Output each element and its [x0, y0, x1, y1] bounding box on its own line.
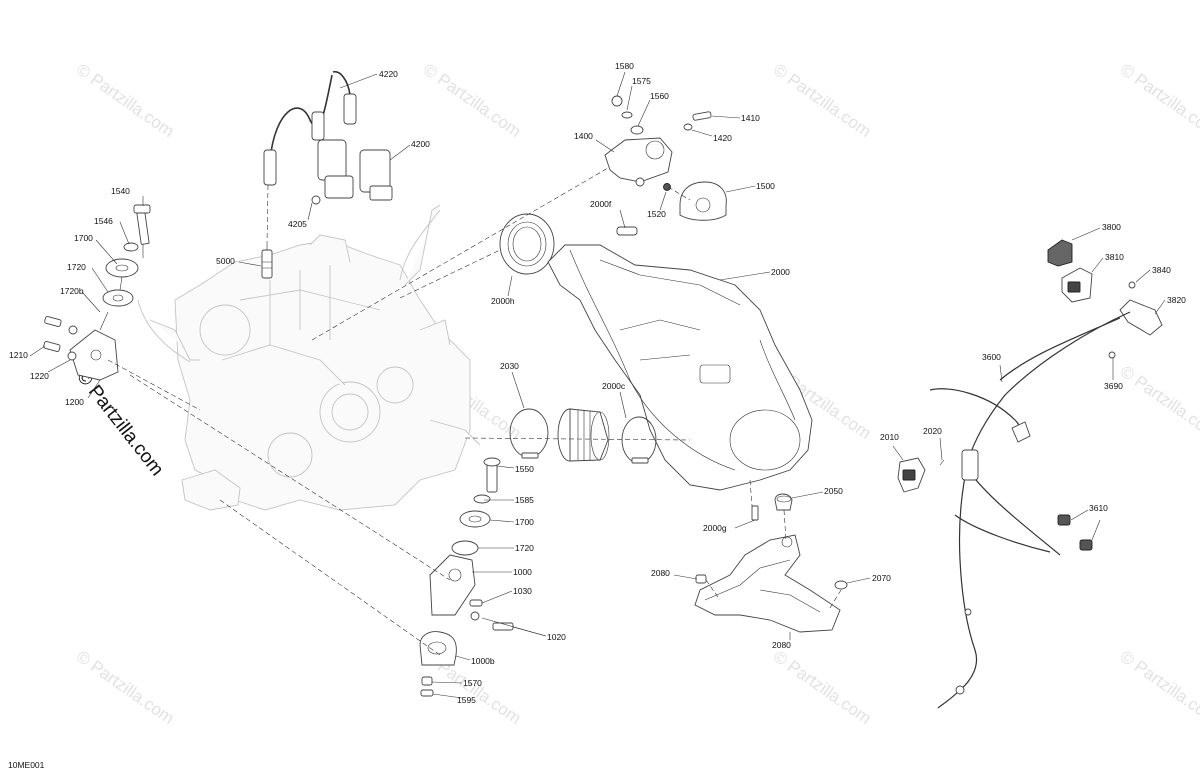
callout-1020: 1020 [547, 632, 566, 642]
callout-3840: 3840 [1152, 265, 1171, 275]
callout-2050: 2050 [824, 486, 843, 496]
callout-5000: 5000 [216, 256, 235, 266]
clamp-2030 [509, 408, 549, 459]
callout-2000g: 2000g [703, 523, 727, 533]
callout-2000f: 2000f [590, 199, 612, 209]
callout-1400: 1400 [574, 131, 593, 141]
callout-2020: 2020 [923, 426, 942, 436]
callout-2000: 2000 [771, 267, 790, 277]
callout-1220: 1220 [30, 371, 49, 381]
callout-4205: 4205 [288, 219, 307, 229]
callout-1410: 1410 [741, 113, 760, 123]
housing-2000 [547, 244, 813, 491]
cover-1500 [679, 181, 727, 221]
callout-1210: 1210 [9, 350, 28, 360]
ignition-coils [263, 71, 393, 205]
callout-2000h: 2000h [491, 296, 515, 306]
seal-2000f [616, 226, 638, 236]
callout-3820: 3820 [1167, 295, 1186, 305]
callout-1595: 1595 [457, 695, 476, 705]
callout-1720-center: 1720 [515, 543, 534, 553]
spark-plug [261, 245, 273, 279]
callout-2070: 2070 [872, 573, 891, 583]
actuator-housing [604, 95, 712, 191]
grommet-2050 [751, 493, 793, 521]
callout-1000: 1000 [513, 567, 532, 577]
callout-1540: 1540 [111, 186, 130, 196]
assembly-guide-lines [107, 167, 842, 656]
bracket-2080 [694, 534, 848, 633]
callout-1720b: 1720b [60, 286, 84, 296]
callout-1200: 1200 [65, 397, 84, 407]
callout-1700: 1700 [74, 233, 93, 243]
callout-2030: 2030 [500, 361, 519, 371]
leader-lines [29, 71, 1166, 699]
seal-ring-2000h [499, 213, 555, 275]
callout-3800: 3800 [1102, 222, 1121, 232]
callout-1030: 1030 [513, 586, 532, 596]
callout-3600: 3600 [982, 352, 1001, 362]
left-engine-mount [43, 204, 151, 381]
clamp-right [621, 416, 657, 464]
callout-4220: 4220 [379, 69, 398, 79]
callout-3810: 3810 [1105, 252, 1124, 262]
connectors-3610 [1057, 514, 1093, 551]
drawing-code: 10ME001 [8, 760, 45, 770]
callout-1560: 1560 [650, 91, 669, 101]
callout-1720: 1720 [67, 262, 86, 272]
center-engine-mount [419, 457, 514, 697]
callout-2010: 2010 [880, 432, 899, 442]
engine-block [149, 204, 481, 511]
callout-3610: 3610 [1089, 503, 1108, 513]
wiring-harness [929, 311, 1131, 709]
callout-1546: 1546 [94, 216, 113, 226]
callout-1500: 1500 [756, 181, 775, 191]
sensor-2010 [897, 457, 945, 493]
callout-1550: 1550 [515, 464, 534, 474]
boot-2000c [557, 408, 610, 462]
callout-2000c: 2000c [602, 381, 626, 391]
callout-4200: 4200 [411, 139, 430, 149]
callout-2080-bottom: 2080 [772, 640, 791, 650]
ecu-parts [1047, 239, 1163, 359]
callout-1420: 1420 [713, 133, 732, 143]
callout-1700-center: 1700 [515, 517, 534, 527]
callout-1000b: 1000b [471, 656, 495, 666]
callout-2080-left: 2080 [651, 568, 670, 578]
callout-3690: 3690 [1104, 381, 1123, 391]
callout-1580: 1580 [615, 61, 634, 71]
callout-1570: 1570 [463, 678, 482, 688]
callout-1575: 1575 [632, 76, 651, 86]
callout-1520: 1520 [647, 209, 666, 219]
callout-1585: 1585 [515, 495, 534, 505]
